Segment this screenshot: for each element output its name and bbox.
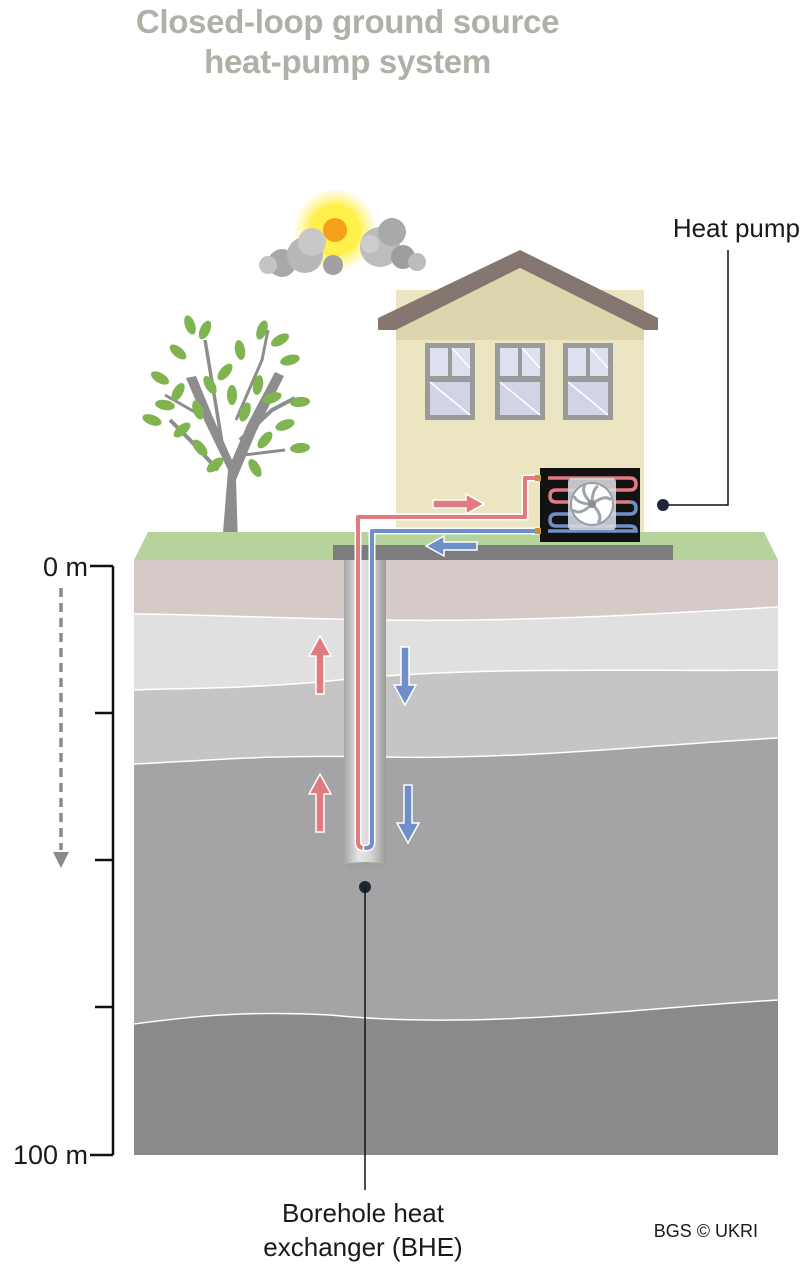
depth-label-bottom: 100 m [13, 1140, 88, 1170]
bhe-label-line-1: Borehole heat [282, 1198, 445, 1228]
arrow-down-cool-icon [395, 784, 421, 845]
tree-icon [142, 315, 310, 545]
arrow-up-warm-icon [307, 772, 333, 833]
depth-label-top: 0 m [43, 552, 88, 582]
title-line-2: heat-pump system [204, 43, 491, 80]
arrow-down-cool-icon [392, 646, 418, 707]
bhe-callout: Borehole heat exchanger (BHE) [263, 881, 463, 1262]
title-line-1: Closed-loop ground source [135, 3, 560, 40]
cool-pipe [362, 527, 544, 852]
bhe-label-line-2: exchanger (BHE) [263, 1232, 462, 1262]
heat-pump-callout: Heat pump [657, 213, 800, 511]
flow-arrows [307, 492, 486, 845]
arrow-down-icon [53, 852, 69, 868]
cloud-icon [259, 218, 426, 277]
borehole-casing [344, 560, 386, 870]
diagram-title: Closed-loop ground source heat-pump syst… [0, 2, 695, 82]
arrow-left-cool-icon [424, 534, 478, 558]
credit-label: BGS © UKRI [654, 1221, 758, 1241]
foundation-slab [333, 545, 673, 560]
house-roof [378, 250, 658, 330]
heat-pump-label: Heat pump [673, 213, 800, 243]
heat-pump-unit [535, 468, 640, 542]
arrow-right-warm-icon [432, 492, 486, 516]
window-1 [425, 343, 475, 420]
depth-scale: 0 m 100 m [13, 552, 115, 1170]
arrow-up-warm-icon [307, 634, 333, 695]
window-3 [563, 343, 613, 420]
ground-layers [133, 560, 779, 1155]
window-2 [495, 343, 545, 420]
